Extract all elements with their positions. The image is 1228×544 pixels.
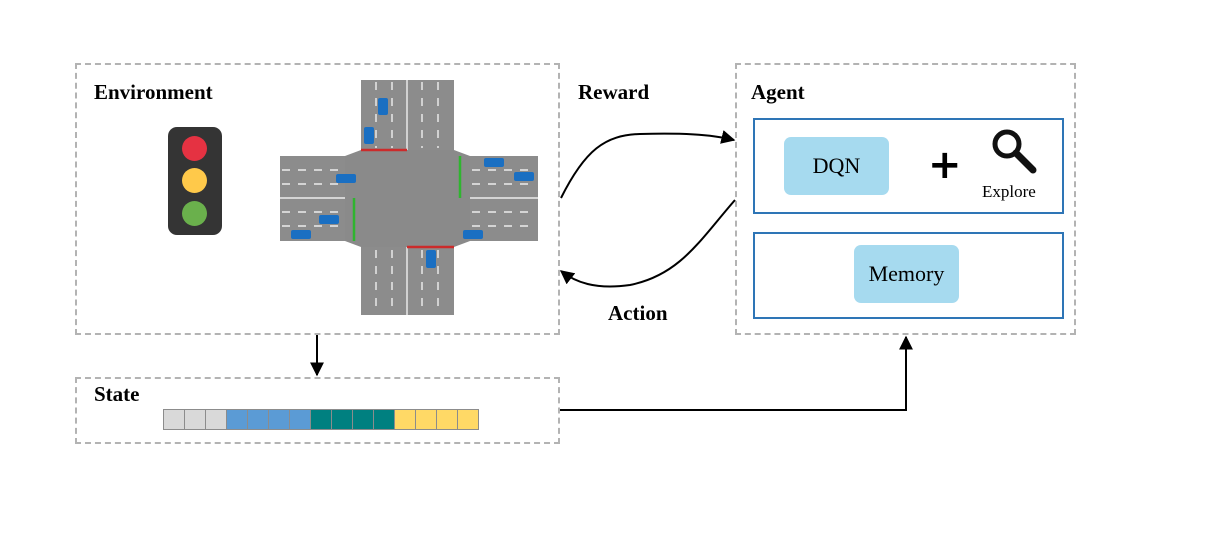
stop-lines	[352, 148, 462, 249]
cars	[291, 98, 534, 268]
agent-title: Agent	[751, 80, 805, 104]
lane-markings	[280, 80, 538, 315]
plus-icon: +	[928, 142, 962, 188]
state-panel	[75, 377, 560, 444]
state-to-agent-arrow	[560, 335, 913, 411]
traffic-light-icon	[168, 127, 222, 235]
environment-panel	[75, 63, 560, 335]
reward-arrow	[560, 130, 736, 199]
environment-title: Environment	[94, 80, 213, 104]
state-vector	[163, 409, 479, 430]
state-title: State	[94, 382, 140, 406]
reward-label: Reward	[578, 80, 650, 104]
memory-block: Memory	[854, 245, 959, 303]
explore-label: Explore	[982, 182, 1036, 201]
action-arrow	[559, 199, 736, 288]
state-cell	[457, 409, 479, 430]
red-light	[182, 136, 207, 161]
agent-panel	[735, 63, 1076, 335]
dqn-block: DQN	[784, 137, 889, 195]
action-label: Action	[608, 301, 668, 325]
yellow-light	[182, 168, 207, 193]
green-light	[182, 201, 207, 226]
